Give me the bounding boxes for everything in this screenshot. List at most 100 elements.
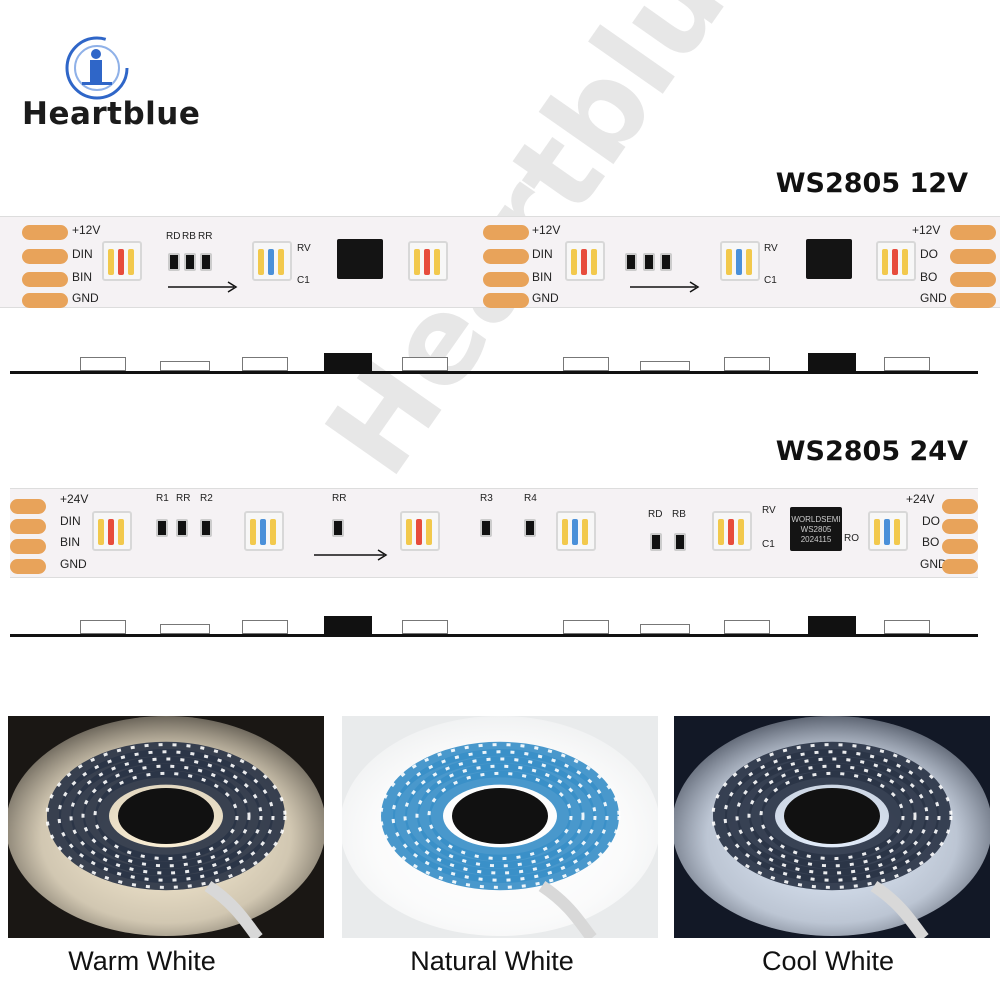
pad-label: GND — [920, 291, 947, 305]
profile-ic — [808, 616, 856, 634]
profile-led — [402, 357, 448, 371]
profile-led — [724, 620, 770, 634]
resistor — [660, 253, 672, 271]
led-chip — [556, 511, 596, 551]
profile-ic — [324, 353, 372, 371]
pad-label: GND — [60, 557, 87, 571]
pad — [10, 499, 46, 514]
caption-warm-white: Warm White — [68, 946, 216, 976]
pad — [483, 225, 529, 240]
resistor — [176, 519, 188, 537]
resistor — [625, 253, 637, 271]
pad-label: BIN — [60, 535, 81, 549]
led-chip — [712, 511, 752, 551]
arrow-right-icon — [168, 281, 238, 293]
resistor — [524, 519, 536, 537]
pad — [942, 559, 978, 574]
resistor — [168, 253, 180, 271]
component-label: C1 — [762, 539, 775, 550]
led-chip — [720, 241, 760, 281]
profile-resistor — [640, 361, 690, 371]
chip-text: 2024115 — [800, 535, 832, 544]
led-chip — [565, 241, 605, 281]
component-label: C1 — [297, 275, 310, 286]
resistor — [643, 253, 655, 271]
component-label: R3 — [480, 493, 493, 504]
resistor — [650, 533, 662, 551]
led-reel-illustration — [674, 716, 990, 938]
led-chip — [102, 241, 142, 281]
pad — [942, 519, 978, 534]
profile-ic — [324, 616, 372, 634]
resistor — [332, 519, 344, 537]
led-reel-illustration — [342, 716, 658, 938]
profile-led — [402, 620, 448, 634]
resistor — [200, 519, 212, 537]
brand-logo — [30, 20, 190, 140]
pad-label: BO — [920, 270, 938, 284]
pad — [950, 249, 996, 264]
pad — [942, 499, 978, 514]
profile-led — [884, 357, 930, 371]
lighthouse-icon — [65, 36, 129, 100]
pad-label: BIN — [532, 270, 553, 284]
pad — [483, 249, 529, 264]
pad-label: DIN — [60, 514, 81, 528]
led-chip — [408, 241, 448, 281]
pad-label: +12V — [532, 223, 561, 237]
profile-led — [80, 357, 126, 371]
strip-24v: +24V DIN BIN GND R1 RR R2 RR R3 R4 RD RB… — [10, 488, 978, 578]
brand-name: Heartblue — [22, 96, 201, 132]
pad — [10, 519, 46, 534]
profile-led — [724, 357, 770, 371]
pad — [10, 539, 46, 554]
side-profile-rail — [10, 634, 978, 637]
pad — [22, 249, 68, 264]
strip-24v-title: WS2805 24V — [775, 436, 968, 467]
led-chip — [92, 511, 132, 551]
component-label: RB — [182, 231, 196, 242]
arrow-right-icon — [314, 549, 388, 561]
pad — [483, 272, 529, 287]
pad-label: GND — [532, 291, 559, 305]
profile-resistor — [160, 624, 210, 634]
strip-12v: +12V DIN BIN GND RD RB RR RV C1 RV C1 +1… — [0, 216, 1000, 308]
profile-ic — [808, 353, 856, 371]
pad-label: +24V — [60, 492, 89, 506]
caption-cool-white: Cool White — [761, 946, 895, 976]
chip-text: WORLDSEMI — [791, 515, 841, 524]
pad-label: GND — [920, 557, 947, 571]
led-chip — [400, 511, 440, 551]
driver-ic — [337, 239, 383, 279]
arrow-right-icon — [630, 281, 700, 293]
pad-label: BIN — [72, 270, 93, 284]
resistor — [674, 533, 686, 551]
side-profile-rail — [10, 371, 978, 374]
component-label: RD — [648, 509, 663, 520]
driver-ic — [806, 239, 852, 279]
pad-label: +12V — [72, 223, 101, 237]
pad — [483, 293, 529, 308]
resistor — [480, 519, 492, 537]
pad-label: BO — [922, 535, 940, 549]
profile-led — [884, 620, 930, 634]
profile-led — [242, 357, 288, 371]
pad-label: DIN — [532, 247, 553, 261]
component-label: RR — [332, 493, 347, 504]
pad-label: DO — [920, 247, 938, 261]
profile-resistor — [160, 361, 210, 371]
pad — [942, 539, 978, 554]
resistor — [184, 253, 196, 271]
pad — [950, 272, 996, 287]
led-chip — [876, 241, 916, 281]
chip-text: WS2805 — [800, 525, 832, 534]
component-label: R2 — [200, 493, 213, 504]
pad-label: DO — [922, 514, 940, 528]
component-label: RV — [297, 243, 311, 254]
profile-led — [563, 357, 609, 371]
pad — [950, 293, 996, 308]
profile-led — [242, 620, 288, 634]
pad — [22, 272, 68, 287]
profile-led — [563, 620, 609, 634]
component-label: C1 — [764, 275, 777, 286]
